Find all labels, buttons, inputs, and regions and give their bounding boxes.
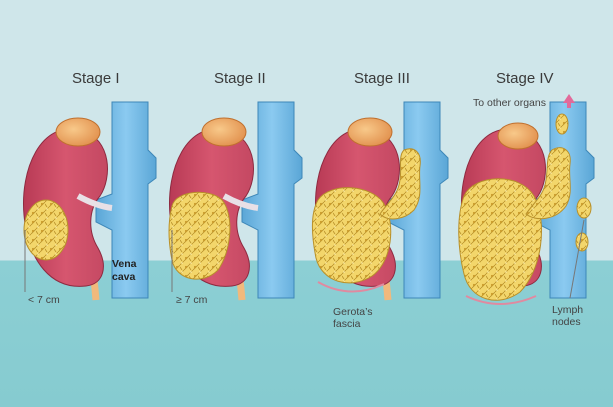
stage-title: Stage I xyxy=(72,70,120,87)
lymph-node xyxy=(575,232,589,252)
stage-4-illustration xyxy=(458,101,595,305)
vena-cava-shape xyxy=(241,101,303,299)
tumor-extension xyxy=(379,148,421,220)
stage-2-illustration xyxy=(168,101,303,301)
tumor-extension xyxy=(525,147,571,220)
stage-title: Stage IV xyxy=(496,70,554,87)
gerotas-fascia-line xyxy=(317,281,385,293)
tumor xyxy=(23,199,69,261)
lymph-pointer xyxy=(569,219,585,299)
arrow-up-icon xyxy=(563,94,575,103)
size-label-stage-1: < 7 cm xyxy=(28,294,60,306)
stage-1-illustration xyxy=(22,101,157,301)
other-organs-label: To other organs xyxy=(473,97,546,109)
arrow-stem xyxy=(567,102,571,108)
lymph-node xyxy=(576,197,592,219)
size-label-stage-2: ≥ 7 cm xyxy=(176,294,208,306)
vena-cava-label: Vena cava xyxy=(112,258,137,284)
gerotas-fascia-label: Gerota’s fascia xyxy=(333,306,373,330)
vena-cava-label-line1: Vena xyxy=(112,258,137,270)
vena-cava-label-line2: cava xyxy=(112,271,136,283)
renal-pelvis xyxy=(222,193,259,211)
adrenal-gland xyxy=(497,122,539,150)
renal-pelvis xyxy=(76,193,113,211)
stage-3-illustration xyxy=(312,101,449,301)
lymph-label-line1: Lymph xyxy=(552,304,584,316)
stage-title: Stage III xyxy=(354,70,410,87)
tumor xyxy=(458,178,543,301)
adrenal-gland xyxy=(347,117,393,147)
tumor xyxy=(168,191,231,280)
lymph-label-line2: nodes xyxy=(552,316,581,328)
adrenal-gland xyxy=(55,117,101,147)
fascia-line xyxy=(465,295,537,305)
adrenal-gland xyxy=(201,117,247,147)
tumor xyxy=(312,187,392,284)
tumor-in-vein xyxy=(555,113,569,135)
stage-title: Stage II xyxy=(214,70,266,87)
gerotas-label-line2: fascia xyxy=(333,318,361,330)
lymph-nodes-label: Lymph nodes xyxy=(552,304,583,328)
gerotas-label-line1: Gerota’s xyxy=(333,306,373,318)
